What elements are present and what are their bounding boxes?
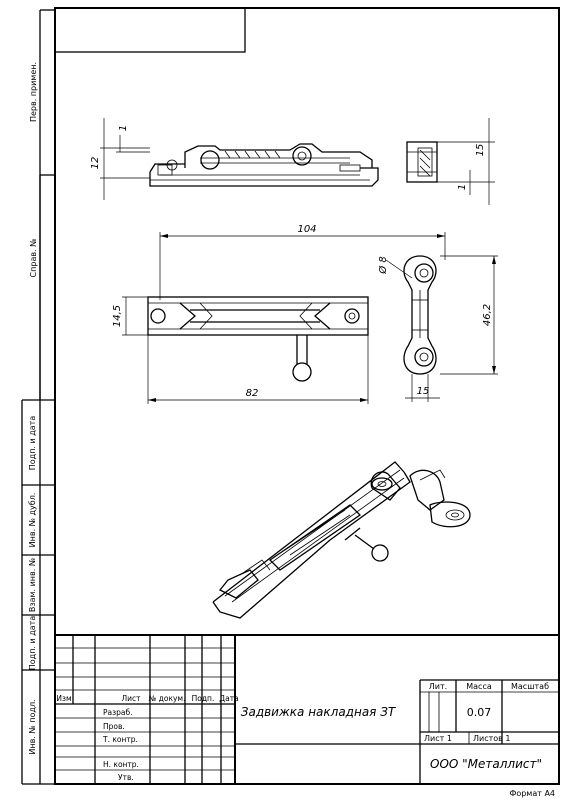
dim-104: 104 xyxy=(297,224,316,235)
top-left-stamp xyxy=(54,7,246,53)
title-col-data: Дата xyxy=(219,694,238,703)
title-col-izm: Изм xyxy=(56,694,71,703)
dim-12: 12 xyxy=(90,157,101,170)
title-col-list: Лист xyxy=(121,694,141,703)
drawing-frame xyxy=(54,7,560,785)
title-col-doc: № докум. xyxy=(149,694,186,703)
title-company: ООО "Металлист" xyxy=(430,757,542,771)
side-label-vzam-inv: Взам. инв. № xyxy=(28,557,37,612)
dim-phi8: Ø 8 xyxy=(377,256,389,274)
format-label: Формат А4 xyxy=(509,789,555,798)
title-row-utv: Утв. xyxy=(118,773,134,782)
title-massa: Масса xyxy=(466,682,492,691)
top-view-dimensions xyxy=(100,118,495,205)
dim-15-bottom: 15 xyxy=(417,386,430,397)
drawing-title: Задвижка накладная ЗТ xyxy=(241,705,397,719)
front-view xyxy=(147,255,437,382)
dim-15-right: 15 xyxy=(475,144,486,157)
title-masshtab: Масштаб xyxy=(511,682,549,691)
left-side-stamp xyxy=(21,9,55,785)
top-view xyxy=(149,141,438,187)
title-mass-value: 0.07 xyxy=(467,706,492,719)
title-col-podp: Подп. xyxy=(192,694,215,703)
title-block xyxy=(55,634,559,784)
dim-1-bottom: 1 xyxy=(457,184,468,190)
front-view-dimensions xyxy=(122,232,498,404)
side-label-perv-primen: Перв. примен. xyxy=(29,62,38,122)
dim-82: 82 xyxy=(246,388,259,399)
title-row-prov: Пров. xyxy=(103,722,125,731)
side-label-sprav-no: Справ. № xyxy=(29,238,38,278)
dim-46-2: 46,2 xyxy=(482,304,493,326)
isometric-view xyxy=(212,461,471,619)
side-label-podp-data-2: Подп. и дата xyxy=(28,616,37,671)
title-row-razrab: Разраб. xyxy=(103,708,132,717)
title-sheet: Лист 1 xyxy=(424,734,452,743)
side-label-inv-podl: Инв. № подл. xyxy=(28,699,37,754)
title-sheets: Листов 1 xyxy=(473,734,511,743)
dim-14-5: 14,5 xyxy=(112,305,123,327)
side-label-podp-data-1: Подп. и дата xyxy=(28,416,37,471)
title-lit: Лит. xyxy=(429,682,447,691)
title-row-nkontr: Н. контр. xyxy=(103,760,139,769)
side-label-inv-dubl: Инв. № дубл. xyxy=(28,493,37,548)
title-row-tkontr: Т. контр. xyxy=(102,735,138,744)
dim-1-top: 1 xyxy=(118,125,129,131)
